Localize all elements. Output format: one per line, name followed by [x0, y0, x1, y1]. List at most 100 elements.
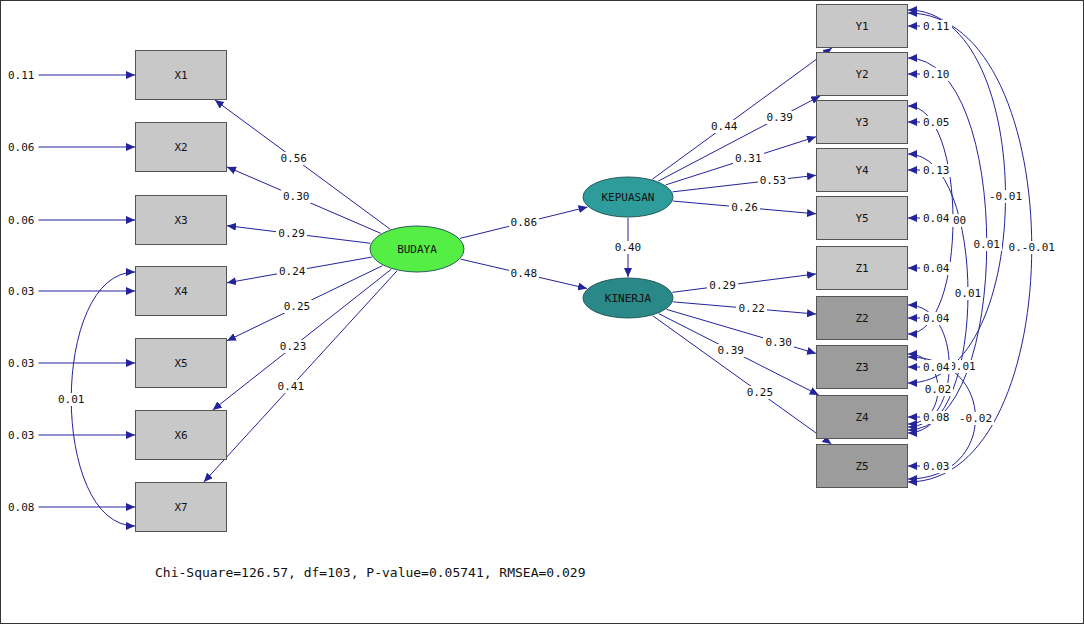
path-arrow — [672, 274, 816, 292]
path-arrow — [673, 302, 816, 314]
error-arrow — [39, 363, 136, 364]
variable-name: Z4 — [855, 411, 868, 424]
coefficient-label: 0.30 — [763, 336, 794, 349]
coefficient-label: 0.01 — [56, 393, 87, 406]
variable-name: Y5 — [855, 212, 868, 225]
path-arrow — [653, 316, 832, 444]
observed-variable-box: Z1 — [816, 246, 908, 290]
variable-name: Y3 — [855, 116, 868, 129]
error-arrow — [908, 417, 920, 418]
observed-variable-box: X5 — [135, 338, 227, 388]
coefficient-label: 0.41 — [276, 380, 307, 393]
observed-variable-box: Z2 — [816, 296, 908, 340]
path-arrow — [215, 100, 390, 229]
observed-variable-box: Y2 — [816, 52, 908, 96]
error-arrow — [39, 220, 136, 221]
path-arrow — [673, 175, 816, 192]
error-variance: 0.06 — [6, 141, 37, 154]
error-variance: 0.04 — [921, 262, 952, 275]
latent-variable-ellipse: KINERJA — [582, 277, 674, 319]
error-arrow — [908, 74, 920, 75]
error-variance: 0.08 — [921, 411, 952, 424]
variable-name: KEPUASAN — [602, 191, 655, 204]
path-arrow — [227, 257, 372, 283]
variable-name: X5 — [174, 357, 187, 370]
coefficient-label: 0.01 — [953, 287, 984, 300]
error-variance: 0.03 — [6, 429, 37, 442]
error-arrow — [39, 75, 136, 76]
error-arrow — [39, 435, 136, 436]
error-arrow — [908, 268, 920, 269]
coefficient-label: -0.02 — [957, 412, 994, 425]
variable-name: X7 — [174, 501, 187, 514]
coefficient-label: -0.01 — [987, 190, 1024, 203]
coefficient-label: 0.40 — [613, 241, 644, 254]
variable-name: KINERJA — [605, 292, 651, 305]
variable-name: Z5 — [855, 460, 868, 473]
coefficient-label: 0.25 — [745, 386, 776, 399]
observed-variable-box: X1 — [135, 50, 227, 100]
variable-name: X4 — [174, 285, 187, 298]
coefficient-label: 0.30 — [281, 190, 312, 203]
coefficient-label: 0.39 — [715, 344, 746, 357]
variable-name: X6 — [174, 429, 187, 442]
path-arrow — [204, 271, 397, 482]
variable-name: X3 — [174, 214, 187, 227]
error-variance: 0.10 — [921, 68, 952, 81]
observed-variable-box: Y3 — [816, 100, 908, 144]
variable-name: Y1 — [855, 20, 868, 33]
error-arrow — [908, 26, 920, 27]
variable-name: Z1 — [855, 262, 868, 275]
observed-variable-box: Z5 — [816, 444, 908, 488]
observed-variable-box: X7 — [135, 482, 227, 532]
path-arrow — [227, 167, 381, 233]
observed-variable-box: Y5 — [816, 196, 908, 240]
observed-variable-box: Z4 — [816, 395, 908, 439]
error-arrow — [908, 170, 920, 171]
error-variance: 0.13 — [921, 164, 952, 177]
error-variance: 0.03 — [921, 460, 952, 473]
error-arrow — [908, 218, 920, 219]
path-arrow — [652, 48, 832, 179]
observed-variable-box: Z3 — [816, 345, 908, 389]
path-arrow — [658, 96, 820, 181]
variable-name: X2 — [174, 141, 187, 154]
error-variance: 0.08 — [6, 501, 37, 514]
coefficient-label: 0.02 — [923, 383, 954, 396]
fit-statistics-caption: Chi-Square=126.57, df=103, P-value=0.057… — [155, 565, 585, 580]
variable-name: BUDAYA — [397, 243, 437, 256]
latent-variable-ellipse: KEPUASAN — [582, 176, 674, 218]
error-variance: 0.11 — [921, 20, 952, 33]
path-arrow — [460, 207, 587, 238]
coefficient-label: 0.31 — [733, 152, 764, 165]
coefficient-label: 0.25 — [282, 300, 313, 313]
latent-variable-ellipse: BUDAYA — [369, 225, 465, 273]
coefficient-label: 0.-0.01 — [1007, 241, 1057, 254]
observed-variable-box: Y1 — [816, 4, 908, 48]
error-variance: 0.11 — [6, 69, 37, 82]
error-variance: 0.05 — [921, 116, 952, 129]
coefficient-label: 0.86 — [509, 216, 540, 229]
path-arrow — [227, 226, 370, 244]
error-arrow — [39, 291, 136, 292]
coefficient-label: 0.26 — [729, 201, 760, 214]
path-arrow — [227, 266, 382, 341]
error-variance: 0.06 — [6, 214, 37, 227]
observed-variable-box: X2 — [135, 122, 227, 172]
coefficient-label: 0.39 — [764, 111, 795, 124]
error-variance: 0.04 — [921, 212, 952, 225]
coefficient-label: 0.53 — [758, 174, 789, 187]
coefficient-label: 0.01 — [972, 238, 1003, 251]
observed-variable-box: X6 — [135, 410, 227, 460]
path-arrow — [659, 314, 819, 395]
observed-variable-box: X4 — [135, 266, 227, 316]
error-variance: 0.04 — [921, 312, 952, 325]
path-arrow — [461, 259, 587, 288]
coefficient-label: 0.23 — [278, 340, 309, 353]
variable-name: Z2 — [855, 312, 868, 325]
covariance-curve — [908, 106, 953, 334]
error-arrow — [39, 507, 136, 508]
observed-variable-box: Y4 — [816, 148, 908, 192]
error-arrow — [39, 147, 136, 148]
